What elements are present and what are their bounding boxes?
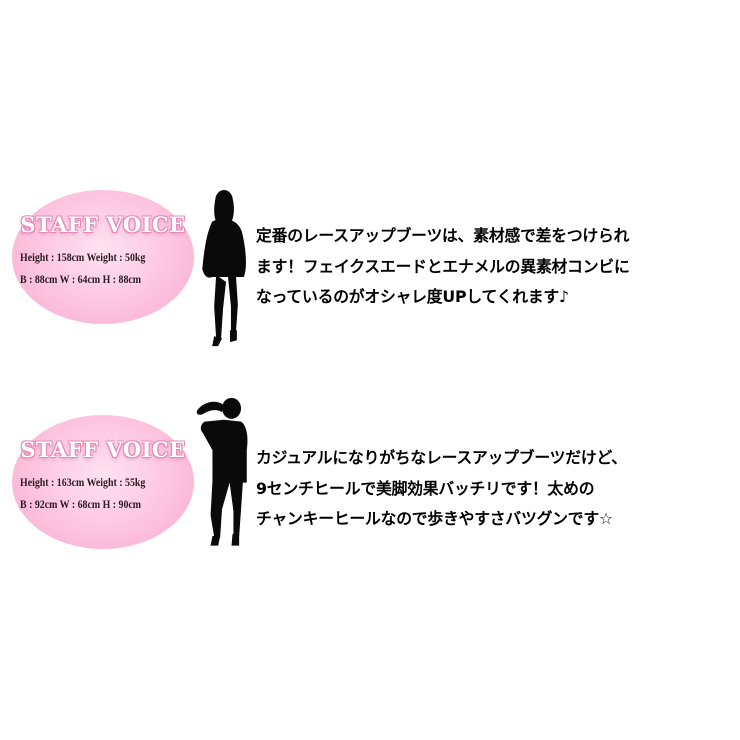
comment-line: 定番のレースアップブーツは、素材感で差をつけられ — [256, 226, 630, 245]
staff-voice-title: STAFF VOICE — [20, 437, 186, 462]
staff-voice-badge: STAFF VOICE Height : 158cm Weight : 50kg… — [12, 190, 194, 324]
staff-voice-block-2: STAFF VOICE Height : 163cm Weight : 55kg… — [0, 395, 740, 565]
staff-silhouette-1 — [202, 189, 246, 347]
comment-line: ます！フェイクスエードとエナメルの異素材コンビに — [256, 256, 630, 276]
staff-comment-1: 定番のレースアップブーツは、素材感で差をつけられ ます！フェイクスエードとエナメ… — [256, 221, 726, 313]
height-weight-text: Height : 163cm Weight : 55kg — [20, 477, 146, 489]
comment-line: 9センチヒールで美脚効果バッチリです！太めの — [256, 478, 595, 498]
measurements-text: B : 88cm W : 64cm H : 88cm — [20, 274, 142, 286]
staff-comment-2: カジュアルになりがちなレースアップブーツだけど、 9センチヒールで美脚効果バッチ… — [256, 443, 726, 535]
staff-voice-block-1: STAFF VOICE Height : 158cm Weight : 50kg… — [0, 180, 740, 350]
comment-line: チャンキーヒールなので歩きやすさバツグンです☆ — [256, 509, 613, 528]
comment-line: カジュアルになりがちなレースアップブーツだけど、 — [256, 448, 627, 467]
staff-voice-title: STAFF VOICE — [20, 212, 186, 237]
staff-voice-badge: STAFF VOICE Height : 163cm Weight : 55kg… — [12, 415, 194, 549]
staff-silhouette-2 — [196, 397, 248, 546]
height-weight-text: Height : 158cm Weight : 50kg — [20, 252, 146, 264]
measurements-text: B : 92cm W : 68cm H : 90cm — [20, 499, 142, 511]
comment-line: なっているのがオシャレ度UPしてくれます♪ — [256, 287, 569, 306]
